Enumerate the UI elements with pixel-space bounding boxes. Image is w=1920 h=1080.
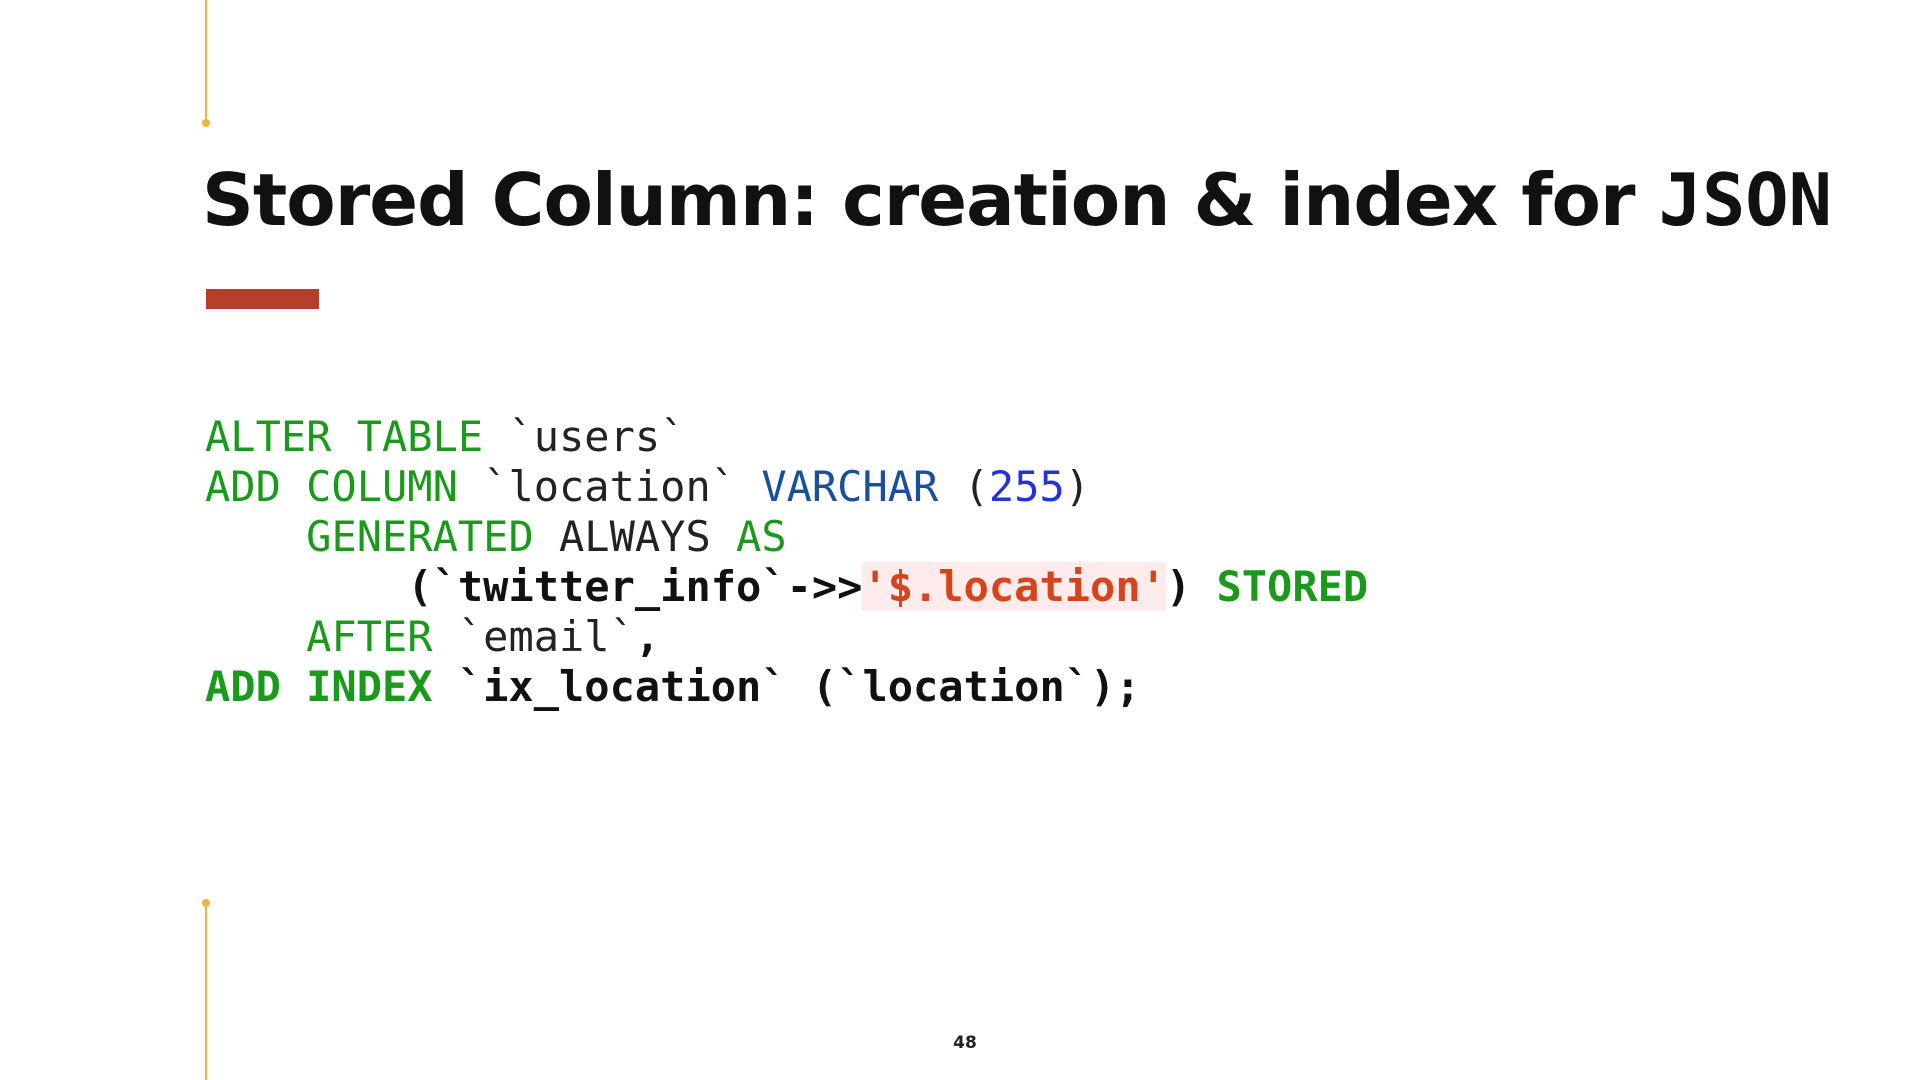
code-number: 255 (988, 462, 1065, 511)
code-text: , (634, 612, 661, 661)
page-number: 48 (953, 1033, 977, 1053)
code-text: `location` (457, 462, 762, 511)
code-indent (205, 512, 306, 561)
code-keyword: ADD INDEX (205, 662, 433, 711)
code-keyword: AFTER (306, 612, 433, 661)
slide-title-code: JSON (1658, 158, 1832, 242)
code-text: ) (1165, 562, 1217, 611)
title-accent-bar (206, 289, 319, 309)
code-line-1: ALTER TABLE `users` (205, 412, 1368, 462)
code-line-3: GENERATED ALWAYS AS (205, 512, 1368, 562)
code-block: ALTER TABLE `users`ADD COLUMN `location`… (205, 412, 1368, 712)
code-keyword: AS (736, 512, 787, 561)
code-text: ) (1064, 462, 1091, 511)
code-keyword: ALTER TABLE (205, 412, 484, 461)
code-string: '$.location' (862, 562, 1166, 611)
decor-dot-bottom (202, 899, 210, 907)
slide-title-text: Stored Column: creation & index for (202, 158, 1636, 242)
code-line-2: ADD COLUMN `location` VARCHAR (255) (205, 462, 1368, 512)
code-indent (205, 612, 306, 661)
code-line-5: AFTER `email`, (205, 612, 1368, 662)
code-keyword: GENERATED (306, 512, 534, 561)
code-text: ALWAYS (533, 512, 737, 561)
code-text: `users` (483, 412, 686, 461)
code-line-4: (`twitter_info`->>'$.location') STORED (205, 562, 1368, 612)
code-expression: (`twitter_info`->> (407, 562, 863, 611)
code-line-6: ADD INDEX `ix_location` (`location`); (205, 662, 1368, 712)
decor-line-bottom (205, 903, 207, 1080)
code-indent (205, 562, 407, 611)
decor-line-top (205, 0, 207, 123)
code-type: VARCHAR (761, 462, 939, 511)
code-keyword: STORED (1216, 562, 1369, 611)
slide-title: Stored Column: creation & index for JSON (202, 150, 1832, 250)
code-text: ( (938, 462, 989, 511)
code-text: `email` (432, 612, 635, 661)
code-text: `ix_location` (`location`); (432, 662, 1141, 711)
decor-dot-top (202, 119, 210, 127)
code-keyword: ADD COLUMN (205, 462, 458, 511)
